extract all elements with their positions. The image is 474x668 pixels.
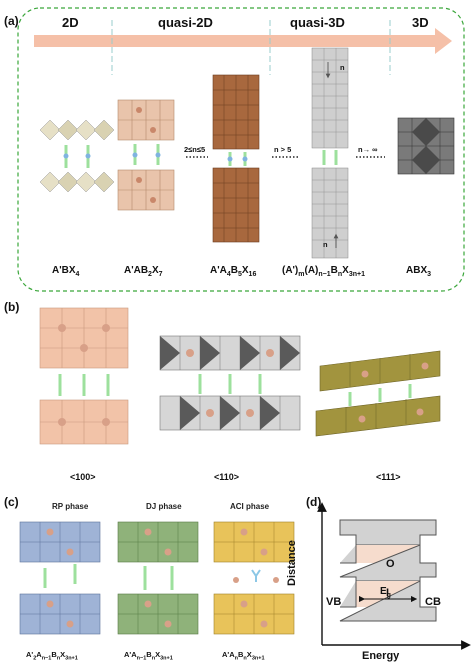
- formula-n2: A'AB2X7: [124, 265, 163, 278]
- formula-aci: A'AnBnX3n+1: [222, 650, 265, 662]
- i-label: I: [386, 587, 390, 599]
- formula-n5: A'A4B5X16: [210, 265, 257, 278]
- stage-label-quasi-2d: quasi-2D: [158, 15, 213, 30]
- formula-dj: A'An−1BnX3n+1: [124, 650, 173, 662]
- structure-n5: [212, 74, 260, 243]
- panel-label-b: (b): [4, 300, 20, 314]
- x-axis-label: Energy: [362, 650, 400, 662]
- formula-3d: ABX3: [406, 265, 432, 278]
- phase-label-aci: ACI phase: [230, 502, 270, 511]
- panel-c-graphics: [19, 521, 295, 635]
- eg-label: Eg: [380, 586, 391, 599]
- y-axis-label: Distance: [286, 540, 298, 586]
- panel-d-graphics: [317, 502, 471, 650]
- structure-rp: [19, 521, 101, 635]
- phase-label-rp: RP phase: [52, 502, 89, 511]
- panel-b-graphics: [39, 307, 441, 445]
- panel-a-graphics: [17, 7, 465, 292]
- orientation-label-100: <100>: [70, 472, 96, 482]
- orientation-label-111: <111>: [376, 472, 401, 482]
- orientation-label-110: <110>: [214, 472, 240, 482]
- structure-111: [315, 350, 441, 437]
- structure-3d: [397, 117, 455, 175]
- panel-label-c: (c): [4, 495, 19, 509]
- structure-aci: [213, 521, 295, 635]
- o-label: O: [386, 558, 395, 570]
- condition-label: 2≤n≤5: [184, 145, 206, 154]
- structure-110: [159, 335, 301, 431]
- formula-2d: A'BX4: [52, 265, 80, 278]
- stage-label-2d: 2D: [62, 15, 79, 30]
- structure-100: [39, 307, 129, 445]
- stage-label-quasi-3d: quasi-3D: [290, 15, 345, 30]
- structure-dj: [117, 521, 199, 635]
- condition-label: n > 5: [274, 145, 292, 154]
- n-label: n: [323, 240, 328, 249]
- formula-rp: A'2An−1BnX3n+1: [26, 650, 78, 662]
- progression-arrow: [34, 28, 452, 54]
- panel-a-border: [17, 7, 465, 292]
- structure-quasi-3d: [311, 47, 349, 259]
- vb-label: VB: [326, 596, 342, 608]
- panel-label-a: (a): [4, 14, 19, 28]
- formula-quasi-3d: (A')m(A)n−1BnX3n+1: [282, 265, 365, 278]
- band-structure: [339, 519, 437, 622]
- cb-label: CB: [425, 596, 441, 608]
- phase-label-dj: DJ phase: [146, 502, 182, 511]
- condition-label: n→ ∞: [358, 145, 378, 154]
- structure-2d: [39, 119, 115, 193]
- n-label: n: [340, 63, 345, 72]
- structure-n2: [117, 99, 175, 211]
- stage-label-3d: 3D: [412, 15, 429, 30]
